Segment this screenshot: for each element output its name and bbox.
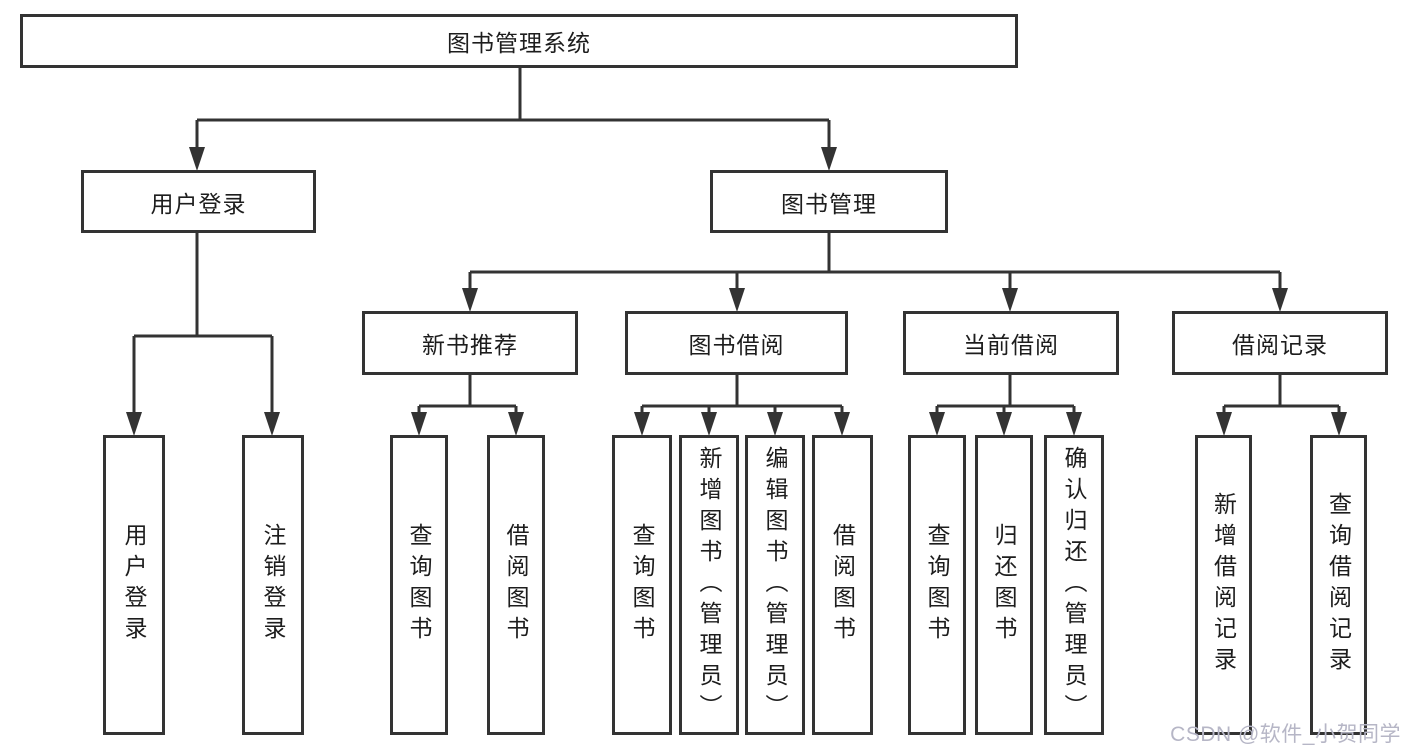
- node-user-login-label: 用户登录: [150, 190, 247, 217]
- leaf-add-book-admin-label: 新增图书（管理员）: [696, 445, 722, 725]
- node-book-borrowing-label: 图书借阅: [688, 332, 785, 358]
- arrowheads: [126, 147, 1347, 436]
- leaf-add-borrow-record: 新增借阅记录: [1195, 435, 1252, 735]
- leaf-edit-book-admin: 编辑图书（管理员）: [745, 435, 805, 735]
- leaf-confirm-return-admin: 确认归还（管理员）: [1044, 435, 1104, 735]
- node-user-login: 用户登录: [81, 170, 316, 233]
- node-new-book-recommend-label: 新书推荐: [422, 332, 518, 358]
- leaf-query-books-recommend: 查询图书: [390, 435, 448, 735]
- leaf-query-borrow-record-label: 查询借阅记录: [1325, 492, 1352, 678]
- leaf-user-login-label: 用户登录: [121, 523, 147, 647]
- node-book-borrowing: 图书借阅: [625, 311, 848, 375]
- node-borrowing-records-label: 借阅记录: [1232, 332, 1328, 358]
- leaf-borrow-books-borrowing-label: 借阅图书: [829, 523, 856, 647]
- leaf-confirm-return-admin-label: 确认归还（管理员）: [1061, 445, 1087, 725]
- leaf-logout-label: 注销登录: [260, 523, 286, 647]
- leaf-borrow-books-borrowing: 借阅图书: [812, 435, 873, 735]
- node-new-book-recommend: 新书推荐: [362, 311, 578, 375]
- node-book-management-label: 图书管理: [781, 190, 877, 217]
- leaf-query-books-borrowing-label: 查询图书: [629, 523, 655, 647]
- leaf-borrow-books-recommend-label: 借阅图书: [503, 523, 529, 647]
- leaf-user-login: 用户登录: [103, 435, 165, 735]
- node-root-label: 图书管理系统: [447, 30, 591, 56]
- csdn-watermark: CSDN @软件_小贺同学: [1170, 723, 1401, 746]
- leaf-borrow-books-recommend: 借阅图书: [487, 435, 545, 735]
- leaf-return-book-label: 归还图书: [991, 523, 1017, 647]
- leaf-add-borrow-record-label: 新增借阅记录: [1210, 492, 1237, 678]
- leaf-query-books-current: 查询图书: [908, 435, 966, 735]
- leaf-return-book: 归还图书: [975, 435, 1033, 735]
- node-borrowing-records: 借阅记录: [1172, 311, 1388, 375]
- leaf-query-books-recommend-label: 查询图书: [406, 523, 432, 647]
- node-root-system: 图书管理系统: [20, 14, 1018, 68]
- node-book-management: 图书管理: [710, 170, 948, 233]
- leaf-query-books-current-label: 查询图书: [924, 523, 950, 647]
- node-current-borrowing-label: 当前借阅: [963, 332, 1059, 358]
- leaf-query-books-borrowing: 查询图书: [612, 435, 672, 735]
- leaf-query-borrow-record: 查询借阅记录: [1310, 435, 1367, 735]
- leaf-add-book-admin: 新增图书（管理员）: [679, 435, 739, 735]
- leaf-edit-book-admin-label: 编辑图书（管理员）: [762, 445, 788, 725]
- leaf-logout: 注销登录: [242, 435, 304, 735]
- node-current-borrowing: 当前借阅: [903, 311, 1119, 375]
